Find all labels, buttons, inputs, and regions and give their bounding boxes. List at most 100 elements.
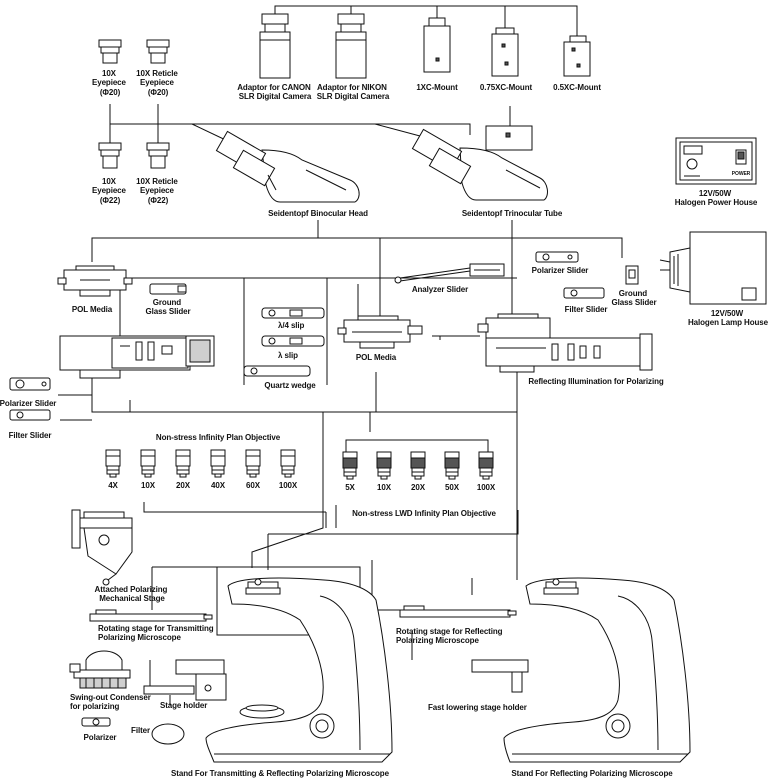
c-mount-075x-icon bbox=[491, 27, 519, 77]
swing-out-condenser-label: Swing-out Condenser for polarizing bbox=[70, 693, 153, 711]
lwd-objective-icon bbox=[410, 451, 426, 480]
attached-polarizing-stage-icon bbox=[71, 509, 133, 586]
quartz-wedge-label: Quartz wedge bbox=[264, 381, 316, 390]
ground-glass-slider-left-icon bbox=[149, 283, 187, 295]
eyepiece-10x-phi22-label: 10X Eyepiece (Φ22) bbox=[92, 177, 128, 205]
fast-lowering-holder-label: Fast lowering stage holder bbox=[428, 703, 527, 712]
filter-slider-left-label: Filter Slider bbox=[9, 431, 52, 440]
lambda4-slip-label: λ/4 slip bbox=[278, 321, 305, 330]
lwd-objective-label: 100X bbox=[477, 483, 496, 492]
lwd-objective-label: 20X bbox=[411, 483, 426, 492]
eyepiece-10x-phi20-icon bbox=[98, 39, 122, 64]
power-switch-label: POWER bbox=[732, 171, 751, 177]
lwd-objective-icon bbox=[444, 451, 460, 480]
lambda-slip-icon bbox=[261, 335, 325, 347]
ground-glass-slider-right-label: Ground Glass Slider bbox=[611, 289, 656, 307]
reticle-eyepiece-phi20-icon bbox=[146, 39, 170, 64]
binocular-head-label: Seidentopf Binocular Head bbox=[268, 209, 368, 218]
illuminator-block-icon bbox=[59, 335, 215, 379]
c-mount-05x-label: 0.5XC-Mount bbox=[553, 83, 601, 92]
lwd-objective-icon bbox=[342, 451, 358, 480]
reflecting-illumination-label: Reflecting Illumination for Polarizing bbox=[528, 377, 664, 386]
infinity-objective-icon bbox=[280, 449, 296, 478]
infinity-objective-label: 100X bbox=[279, 481, 298, 490]
polarizer-slider-right-label: Polarizer Slider bbox=[532, 266, 589, 275]
pol-media-center-icon bbox=[337, 315, 423, 349]
pol-media-center-label: POL Media bbox=[356, 353, 397, 362]
infinity-objective-label: 20X bbox=[176, 481, 191, 490]
attached-polarizing-stage-label: Attached Polarizing Mechanical Stage bbox=[95, 585, 170, 603]
filter-slider-right-label: Filter Slider bbox=[565, 305, 608, 314]
c-mount-05x-icon bbox=[563, 35, 591, 77]
ground-glass-slider-right-icon bbox=[625, 265, 639, 285]
rotating-stage-reflecting-label: Rotating stage for Reflecting Polarizing… bbox=[396, 627, 505, 645]
polarizer-slider-left-label: Polarizer Slider bbox=[0, 399, 56, 408]
pol-media-left-label: POL Media bbox=[72, 305, 113, 314]
stand-reflecting-label: Stand For Reflecting Polarizing Microsco… bbox=[511, 769, 673, 778]
infinity-objective-label: 40X bbox=[211, 481, 226, 490]
infinity-objective-group: 4X 10X 20X 40X 60X 100X bbox=[105, 449, 298, 490]
trinocular-tube-label: Seidentopf Trinocular Tube bbox=[462, 209, 563, 218]
rotating-stage-reflecting-icon bbox=[399, 605, 517, 618]
filter-label: Filter bbox=[131, 726, 150, 735]
nikon-adaptor-icon bbox=[335, 13, 367, 79]
halogen-power-house-icon bbox=[675, 137, 757, 185]
lwd-objective-label: 50X bbox=[445, 483, 460, 492]
halogen-power-house-label: 12V/50W Halogen Power House bbox=[675, 189, 758, 207]
quartz-wedge-icon bbox=[243, 365, 311, 377]
pol-media-left-icon bbox=[57, 265, 133, 297]
halogen-lamp-house-icon bbox=[659, 231, 767, 305]
infinity-objective-title: Non-stress Infinity Plan Objective bbox=[156, 433, 281, 442]
stage-holder-icon bbox=[143, 659, 227, 701]
infinity-objective-label: 4X bbox=[108, 481, 118, 490]
swing-out-condenser-icon bbox=[69, 650, 131, 689]
lwd-objective-label: 10X bbox=[377, 483, 392, 492]
stand-transmitting-reflecting-icon bbox=[205, 577, 393, 763]
polarizer-slider-right-icon bbox=[535, 251, 579, 263]
infinity-objective-icon bbox=[140, 449, 156, 478]
infinity-objective-icon bbox=[175, 449, 191, 478]
camera-adaptor-labels: Adaptor for CANON SLR Digital Camera Ada… bbox=[237, 83, 601, 101]
reticle-eyepiece-phi22-icon bbox=[146, 142, 170, 169]
filter-icon bbox=[151, 723, 185, 745]
c-mount-1x-icon bbox=[423, 17, 451, 73]
polarizer-icon bbox=[81, 717, 111, 727]
infinity-objective-icon bbox=[210, 449, 226, 478]
nikon-adaptor-label: Adaptor for NIKON SLR Digital Camera bbox=[317, 83, 390, 101]
eyepiece-labels: 10X Eyepiece (Φ20) 10X Reticle Eyepiece … bbox=[92, 69, 180, 205]
infinity-objective-label: 10X bbox=[141, 481, 156, 490]
fast-lowering-holder-icon bbox=[471, 659, 529, 693]
c-mount-075x-label: 0.75XC-Mount bbox=[480, 83, 533, 92]
polarizer-label: Polarizer bbox=[84, 733, 117, 742]
reticle-eyepiece-phi20-label: 10X Reticle Eyepiece (Φ20) bbox=[136, 69, 180, 97]
binocular-head-icon bbox=[215, 130, 360, 203]
ground-glass-slider-left-label: Ground Glass Slider bbox=[145, 298, 190, 316]
reticle-eyepiece-phi22-label: 10X Reticle Eyepiece (Φ22) bbox=[136, 177, 180, 205]
infinity-objective-icon bbox=[105, 449, 121, 478]
analyzer-slider-icon bbox=[394, 263, 505, 284]
trinocular-tube-icon bbox=[411, 125, 548, 201]
analyzer-slider-label: Analyzer Slider bbox=[412, 285, 468, 294]
canon-adaptor-label: Adaptor for CANON SLR Digital Camera bbox=[237, 83, 313, 101]
reflecting-illumination-icon bbox=[477, 313, 653, 373]
stand-transmitting-reflecting-label: Stand For Transmitting & Reflecting Pola… bbox=[171, 769, 390, 778]
lwd-objective-title: Non-stress LWD Infinity Plan Objective bbox=[352, 509, 496, 518]
lambda-slip-label: λ slip bbox=[278, 351, 298, 360]
stage-holder-label: Stage holder bbox=[160, 701, 207, 710]
infinity-objective-label: 60X bbox=[246, 481, 261, 490]
lwd-objective-icon bbox=[376, 451, 392, 480]
lambda4-slip-icon bbox=[261, 307, 325, 319]
eyepiece-10x-phi20-label: 10X Eyepiece (Φ20) bbox=[92, 69, 128, 97]
polarizer-slider-left-icon bbox=[9, 377, 51, 391]
eyepiece-10x-phi22-icon bbox=[98, 142, 122, 169]
lwd-objective-label: 5X bbox=[345, 483, 355, 492]
infinity-objective-icon bbox=[245, 449, 261, 478]
lwd-objective-icon bbox=[478, 451, 494, 480]
halogen-lamp-house-label: 12V/50W Halogen Lamp House bbox=[688, 309, 768, 327]
rotating-stage-transmitting-label: Rotating stage for Transmitting Polarizi… bbox=[98, 624, 216, 642]
lwd-objective-group: 5X 10X 20X 50X 100X bbox=[342, 451, 496, 492]
rotating-stage-transmitting-icon bbox=[89, 609, 213, 622]
filter-slider-left-icon bbox=[9, 409, 51, 421]
canon-adaptor-icon bbox=[259, 13, 291, 79]
